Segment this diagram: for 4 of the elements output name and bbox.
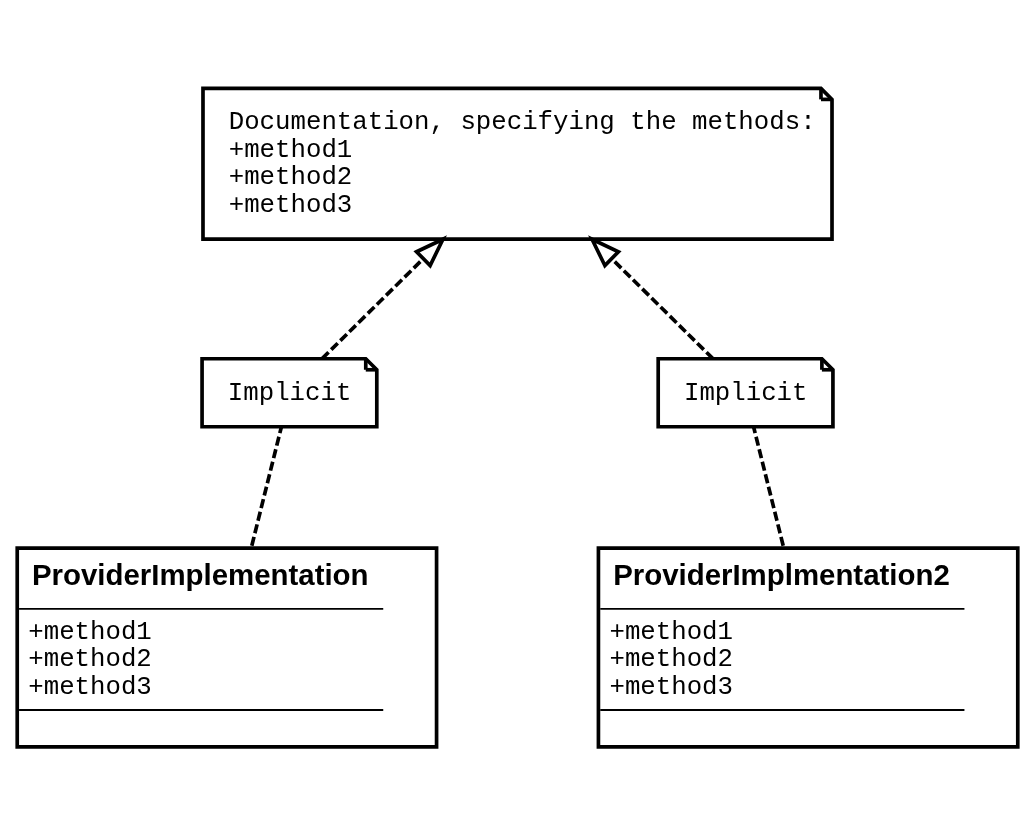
arrow (588, 235, 715, 360)
connector (751, 426, 785, 547)
connector (250, 426, 284, 547)
arrow (320, 235, 447, 360)
